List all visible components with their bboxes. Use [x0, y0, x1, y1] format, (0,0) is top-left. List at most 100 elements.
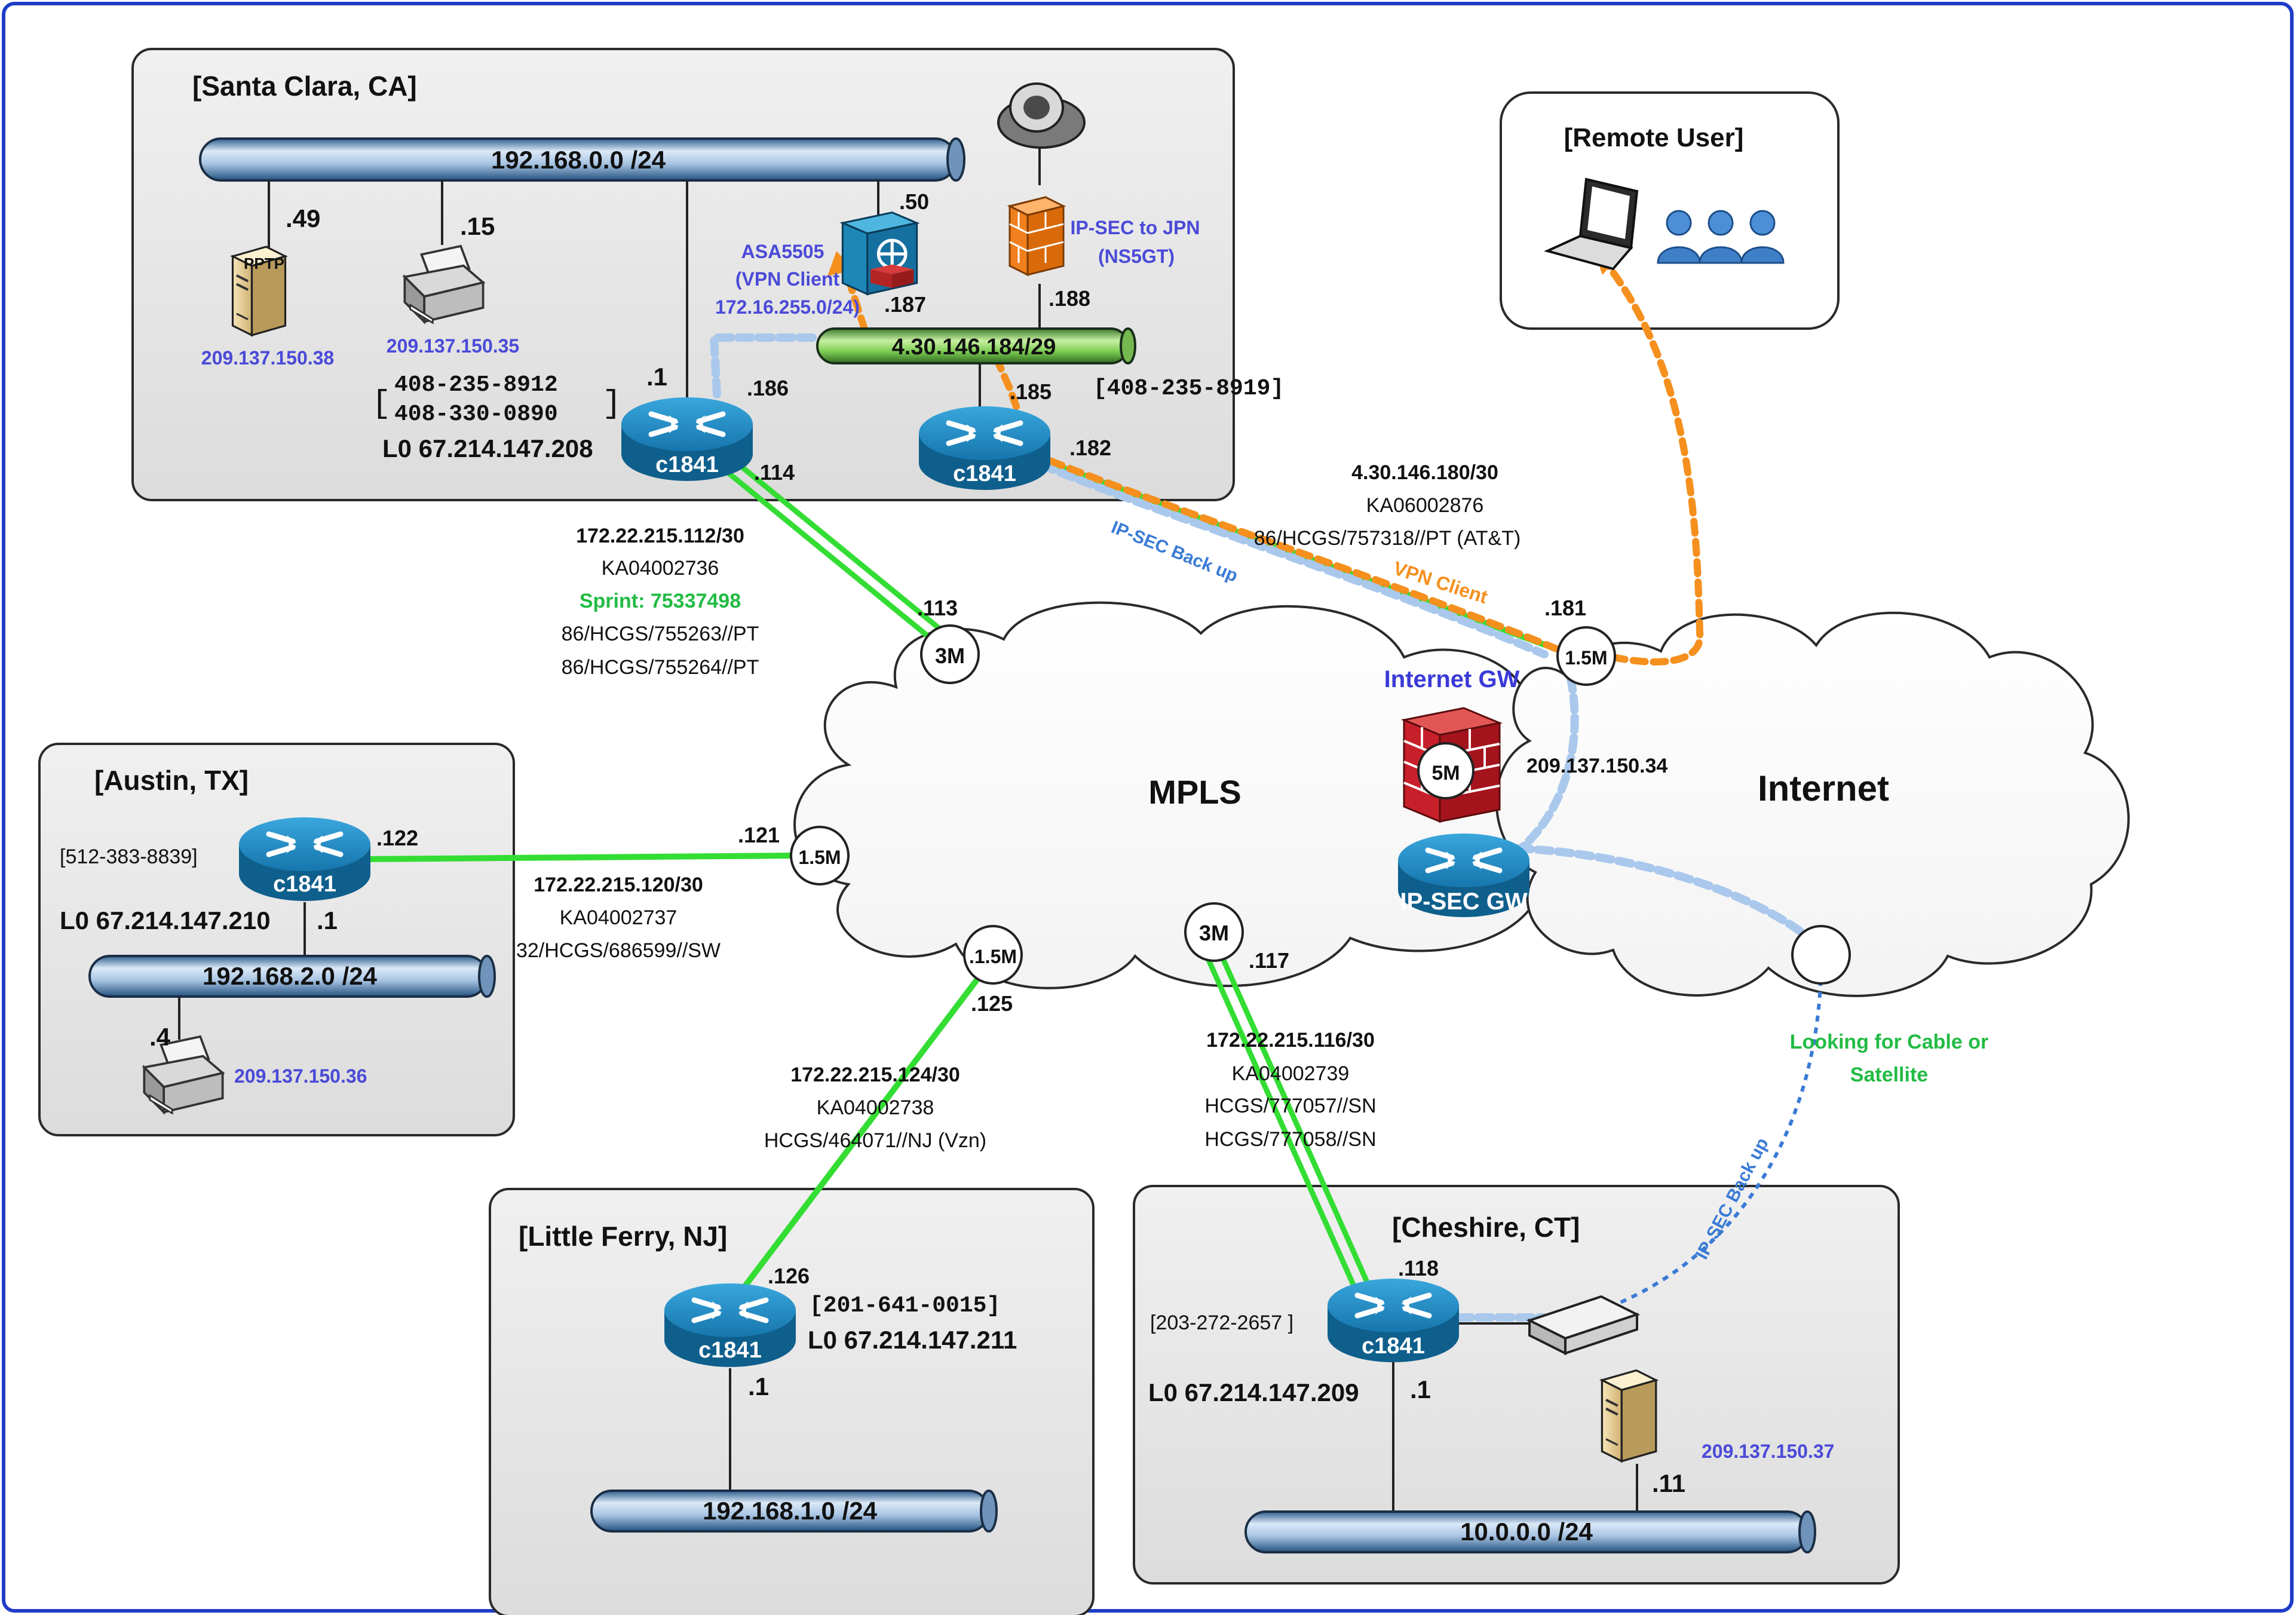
site-box-austin	[38, 743, 515, 1136]
router-sc2-dmz: .185	[1010, 379, 1052, 404]
pptp-ip: 209.137.150.38	[201, 347, 334, 369]
site-box-cheshire	[1133, 1185, 1900, 1585]
cable-label-1: Looking for Cable or	[1790, 1031, 1988, 1053]
lan-pipe-austin	[88, 955, 496, 998]
lf-id: HCGS/464071//NJ (Vzn)	[764, 1129, 986, 1152]
cheshire-id1: HCGS/777057//SN	[1204, 1095, 1376, 1117]
site-box-remote-user	[1500, 91, 1840, 330]
router-sc2-label: c1841	[953, 461, 1016, 486]
asa-role: (VPN Client	[735, 268, 840, 290]
router-sc2-wan: .182	[1069, 436, 1111, 460]
sc-mpls-id2: 86/HCGS/755264//PT	[562, 656, 759, 679]
dmz-pipe	[816, 327, 1136, 364]
lan-label-austin: 192.168.2.0 /24	[203, 962, 378, 990]
router-sc1-wan: .114	[754, 460, 795, 485]
lf-circuit: KA04002738	[817, 1096, 934, 1119]
server-cheshire-icon	[1602, 1371, 1656, 1461]
austin-id: 32/HCGS/686599//SW	[516, 939, 721, 962]
ipsec-gw-label: IP-SEC GW	[1400, 888, 1528, 915]
austin-net: 172.22.215.120/30	[534, 874, 703, 896]
asa-name: ASA5505	[741, 241, 824, 262]
lf-far: .125	[971, 991, 1013, 1016]
loopback-santa-clara: L0 67.214.147.208	[382, 434, 593, 462]
speed-node-gw	[1417, 742, 1475, 799]
site-title-cheshire: [Cheshire, CT]	[1392, 1212, 1580, 1243]
sc-inet-speed: 1.5M	[1565, 647, 1607, 669]
cheshire-server-host: .11	[1652, 1469, 1685, 1497]
cheshire-speed: 3M	[1199, 921, 1229, 945]
cable-satellite-node	[1791, 925, 1851, 985]
phone-santa-clara-a: 408-235-8912	[394, 372, 558, 398]
site-title-remote-user: [Remote User]	[1564, 123, 1744, 152]
phone-cheshire: [203-272-2657 ]	[1150, 1311, 1293, 1334]
austin-wan: .122	[376, 826, 418, 850]
router-sc1-dmz: .186	[747, 376, 789, 400]
speed-node-lf	[963, 925, 1023, 985]
lan-label-cheshire: 10.0.0.0 /24	[1460, 1518, 1593, 1546]
cable-ipsec-backup	[1612, 955, 1823, 1307]
sc-inet-far: .181	[1544, 596, 1586, 620]
sc-mpls-id1: 86/HCGS/755263//PT	[562, 623, 759, 645]
link-little-ferry	[741, 977, 979, 1290]
sc-inet-id: 86/HCGS/757318//PT (AT&T)	[1254, 527, 1521, 550]
sc-mpls-far: .113	[917, 596, 958, 620]
internet-cloud	[1495, 611, 2130, 997]
speed-node-sc-mpls	[920, 624, 980, 684]
sc-inet-circuit: KA06002876	[1366, 494, 1484, 517]
router-lf-label: c1841	[698, 1338, 762, 1363]
router-sc1-lan: .1	[646, 363, 667, 391]
lan-pipe-cheshire	[1244, 1510, 1816, 1553]
link-sc-mpls	[718, 456, 957, 651]
site-title-santa-clara: [Santa Clara, CA]	[192, 71, 417, 102]
lan-drops-santa-clara	[268, 146, 1041, 406]
sc-inet-net: 4.30.146.180/30	[1351, 461, 1498, 484]
ns5gt-firewall-icon	[1008, 196, 1065, 276]
cable-modem-icon	[1526, 1295, 1641, 1356]
link-cheshire	[1204, 955, 1371, 1286]
cheshire-far: .117	[1249, 948, 1289, 973]
mpls-label: MPLS	[1148, 773, 1242, 811]
ns-model: (NS5GT)	[1098, 246, 1175, 267]
austin-speed: 1.5M	[798, 847, 841, 868]
lf-net: 172.22.215.124/30	[790, 1064, 960, 1086]
cheshire-circuit: KA04002739	[1232, 1062, 1350, 1085]
router-sc1-label: c1841	[655, 452, 719, 477]
asa-net: 172.16.255.0/24)	[715, 296, 860, 318]
sc-mpls-carrier: Sprint: 75337498	[580, 590, 741, 612]
phone-bracket-left: [	[372, 386, 391, 422]
dmz-label: 4.30.146.184/29	[892, 335, 1056, 360]
sc-mpls-circuit: KA04002736	[602, 557, 719, 580]
gw-ip: 209.137.150.34	[1526, 755, 1667, 777]
cheshire-id2: HCGS/777058//SN	[1204, 1128, 1376, 1151]
lan-pipe-lf	[590, 1490, 998, 1533]
cheshire-server-ip: 209.137.150.37	[1702, 1441, 1834, 1462]
austin-printer-host: .4	[149, 1023, 171, 1051]
phone-austin: [512-383-8839]	[60, 845, 198, 868]
cheshire-net: 172.22.215.116/30	[1206, 1029, 1375, 1052]
link-austin	[364, 853, 792, 862]
printer-ip: 209.137.150.35	[387, 335, 519, 357]
pptp-host: .49	[286, 204, 320, 232]
lf-wan: .126	[768, 1264, 810, 1288]
site-box-little-ferry	[489, 1188, 1095, 1615]
site-title-austin: [Austin, TX]	[94, 765, 249, 796]
lan-label-lf: 192.168.1.0 /24	[703, 1497, 878, 1525]
router-austin-label: c1841	[273, 872, 336, 897]
asa-link: .187	[884, 292, 926, 317]
cheshire-wan: .118	[1398, 1256, 1439, 1280]
loopback-cheshire: L0 67.214.147.209	[1148, 1378, 1359, 1406]
sc-mpls-net: 172.22.215.112/30	[576, 525, 744, 547]
lan-label-santa-clara: 192.168.0.0 /24	[491, 146, 666, 174]
austin-far: .121	[738, 823, 780, 847]
ns-link: .188	[1049, 286, 1090, 311]
laptop-icon	[1544, 177, 1639, 271]
cable-label-2: Satellite	[1850, 1064, 1928, 1086]
speed-node-cheshire	[1184, 902, 1244, 962]
austin-circuit: KA04002737	[560, 906, 678, 929]
internet-gw-label: Internet GW	[1384, 666, 1520, 692]
pptp-label: PPTP	[244, 255, 284, 272]
phone-lf: [201-641-0015]	[810, 1293, 1000, 1319]
phone-santa-clara-b: 408-330-0890	[394, 402, 558, 427]
asa5505-icon	[842, 213, 916, 295]
